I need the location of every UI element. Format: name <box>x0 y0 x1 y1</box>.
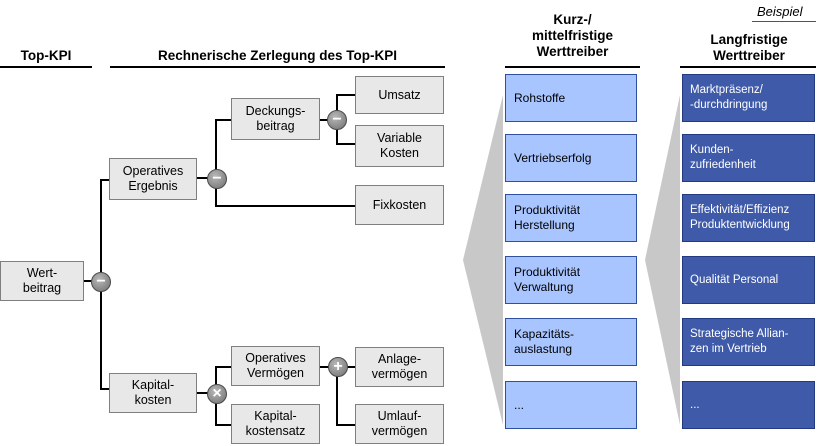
header-top-kpi: Top-KPI <box>20 48 72 63</box>
arrow-shape-right <box>645 95 680 425</box>
short-term-driver: ... <box>505 381 637 429</box>
connector <box>100 388 109 390</box>
node-operatives-ergebnis: Operatives Ergebnis <box>109 158 197 200</box>
long-term-driver: ... <box>682 381 815 429</box>
example-underline <box>752 21 816 22</box>
connector <box>215 424 231 426</box>
connector <box>215 119 231 121</box>
header-long-term: Langfristige Werttreiber <box>710 32 788 63</box>
header-decomposition: Rechnerische Zerlegung des Top-KPI <box>157 48 398 63</box>
header-short-term: Kurz-/ mittelfristige Werttreiber <box>531 12 613 59</box>
connector <box>215 205 355 207</box>
node-kapitalkosten: Kapital- kosten <box>109 373 197 413</box>
node-fixkosten: Fixkosten <box>355 185 444 225</box>
node-kapitalkostensatz: Kapital- kostensatz <box>231 404 320 444</box>
connector <box>215 119 217 207</box>
node-deckungsbeitrag: Deckungs- beitrag <box>231 98 320 140</box>
minus-operator-icon: − <box>91 272 111 292</box>
header-long-term-underline <box>680 66 816 68</box>
node-operatives-vermoegen: Operatives Vermögen <box>231 346 320 386</box>
connector <box>336 424 355 426</box>
long-term-driver: Strategische Allian- zen im Vertrieb <box>682 318 815 366</box>
short-term-driver: Produktivität Herstellung <box>505 194 637 242</box>
connector <box>215 366 231 368</box>
short-term-driver: Produktivität Verwaltung <box>505 256 637 304</box>
connector <box>336 143 355 145</box>
connector <box>336 366 338 426</box>
node-umsatz: Umsatz <box>355 76 444 114</box>
long-term-driver: Kunden- zufriedenheit <box>682 134 815 182</box>
connector <box>100 179 109 181</box>
arrow-shape-left <box>463 95 503 425</box>
example-label: Beispiel <box>757 4 803 19</box>
minus-operator-icon: − <box>207 169 227 189</box>
times-operator-icon: × <box>207 384 227 404</box>
header-decomposition-underline <box>110 66 445 68</box>
short-term-driver: Vertriebserfolg <box>505 134 637 182</box>
node-anlagevermoegen: Anlage- vermögen <box>355 347 444 387</box>
long-term-driver: Marktpräsenz/ -durchdringung <box>682 74 815 122</box>
node-variable-kosten: Variable Kosten <box>355 125 444 167</box>
long-term-driver: Effektivität/Effizienz Produktentwicklun… <box>682 194 815 242</box>
connector <box>336 94 355 96</box>
node-wertbeitrag: Wert- beitrag <box>0 261 84 301</box>
long-term-driver: Qualität Personal <box>682 256 815 304</box>
plus-operator-icon: + <box>328 357 348 377</box>
node-umlaufvermoegen: Umlauf- vermögen <box>355 404 444 444</box>
header-short-term-underline <box>505 66 640 68</box>
short-term-driver: Kapazitäts- auslastung <box>505 318 637 366</box>
header-top-kpi-underline <box>0 66 92 68</box>
minus-operator-icon: − <box>327 110 347 130</box>
short-term-driver: Rohstoffe <box>505 74 637 122</box>
